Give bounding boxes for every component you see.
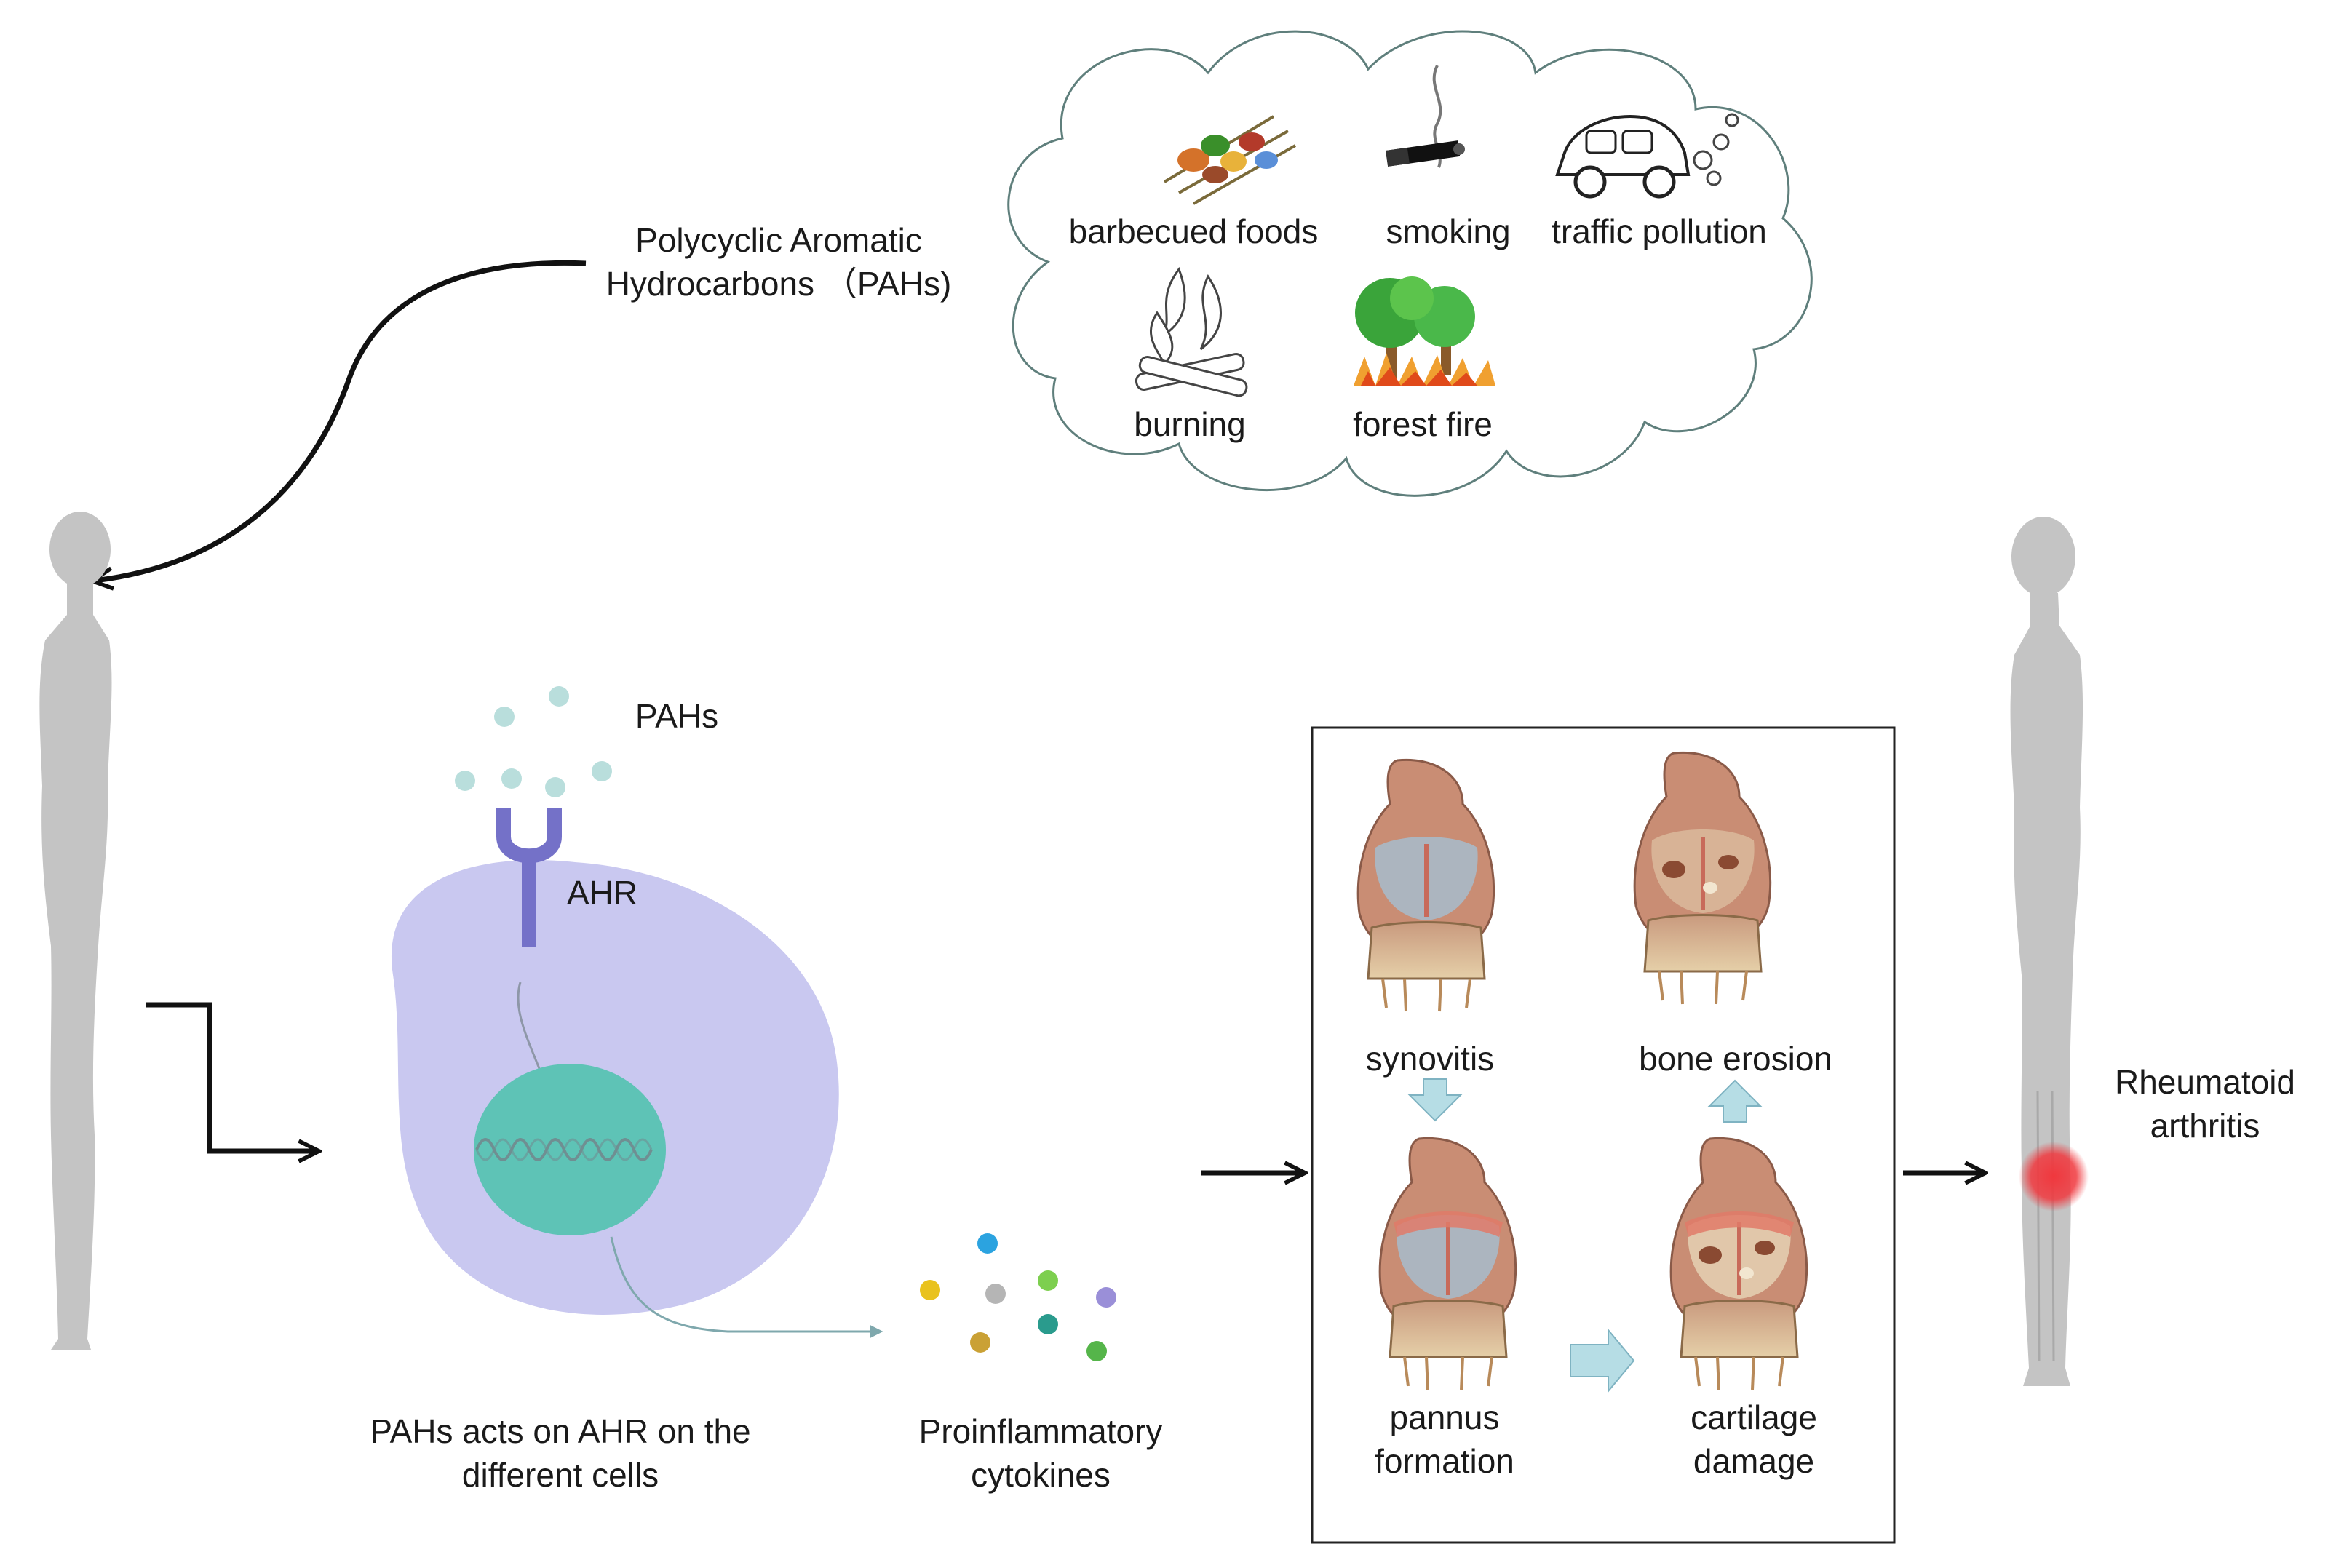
- knee-joint-pannus-image: [1378, 1137, 1517, 1390]
- knee-joint-synovitis-image: [1356, 758, 1495, 1012]
- secretion-arrow: [610, 1236, 883, 1338]
- barbecue-skewers-icon: [1163, 115, 1296, 205]
- outcome-label-line1: Rheumatoid: [2114, 1063, 2296, 1101]
- cell-caption: PAHs acts on AHR on the different cells: [320, 1409, 801, 1497]
- stage-label-pannus-line1: pannus: [1389, 1398, 1500, 1436]
- cytokine-dot: [1038, 1270, 1058, 1291]
- cytokine-dot: [970, 1332, 990, 1353]
- outcome-label-line2: arthritis: [2150, 1107, 2260, 1145]
- cytokines-label: Proinflammatory cytokines: [888, 1409, 1193, 1497]
- cell-caption-line1: PAHs acts on AHR on the: [370, 1412, 751, 1450]
- forest-fire-icon: [1354, 276, 1495, 386]
- cytokine-molecules: [920, 1233, 1116, 1361]
- cytokine-dot: [920, 1280, 940, 1300]
- stage-label-pannus-line2: formation: [1375, 1442, 1514, 1480]
- pahs-label: PAHs: [635, 697, 719, 735]
- cytokines-label-line2: cytokines: [971, 1456, 1111, 1494]
- cytokine-dot: [977, 1233, 998, 1254]
- stage-arrow-right: [1570, 1328, 1635, 1393]
- knee-inflammation-spot: [2019, 1142, 2089, 1211]
- pah-molecules: [455, 686, 612, 797]
- stage-label-cartilage-line2: damage: [1693, 1442, 1815, 1480]
- stage-label-bone-erosion: bone erosion: [1639, 1040, 1832, 1078]
- cytokine-dot: [1038, 1314, 1058, 1334]
- cytokine-dot: [1096, 1287, 1116, 1308]
- source-label-smoking: smoking: [1386, 212, 1511, 250]
- knee-joint-cartilage-damage-image: [1669, 1137, 1808, 1390]
- stage-arrow-up: [1707, 1079, 1763, 1123]
- ahr-label: AHR: [566, 874, 638, 912]
- source-label-barbecued-foods: barbecued foods: [1068, 212, 1319, 250]
- car-exhaust-icon: [1555, 113, 1739, 199]
- knee-joint-bone-erosion-image: [1633, 751, 1772, 1005]
- person-silhouette-right: [2010, 517, 2083, 1386]
- pahs-source-label-line2: Hydrocarbons （PAHs): [605, 265, 952, 303]
- person-silhouette-left: [39, 512, 112, 1350]
- source-label-traffic-pollution: traffic pollution: [1552, 212, 1767, 250]
- ahr-receptor: [496, 808, 562, 947]
- source-label-burning: burning: [1134, 405, 1246, 443]
- person-to-cell-arrow: [146, 1002, 317, 1151]
- pahs-source-label: Polycyclic Aromatic Hydrocarbons （PAHs): [568, 218, 990, 306]
- outcome-label: Rheumatoid arthritis: [2096, 1060, 2314, 1147]
- exposure-arrow: [95, 260, 587, 581]
- pahs-source-label-line1: Polycyclic Aromatic: [635, 221, 922, 259]
- campfire-icon: [1135, 266, 1248, 397]
- stage-label-cartilage-damage: cartilage damage: [1637, 1396, 1870, 1483]
- cytokines-label-line1: Proinflammatory: [918, 1412, 1163, 1450]
- source-label-forest-fire: forest fire: [1353, 405, 1493, 443]
- stage-arrow-down: [1407, 1078, 1463, 1122]
- cytokine-dot: [1086, 1341, 1107, 1361]
- cell-caption-line2: different cells: [461, 1456, 659, 1494]
- cytokine-dot: [985, 1284, 1006, 1304]
- cigarette-icon: [1386, 65, 1465, 168]
- stage-label-cartilage-line1: cartilage: [1691, 1398, 1817, 1436]
- stage-label-pannus-formation: pannus formation: [1335, 1396, 1554, 1483]
- nucleus: [474, 1064, 666, 1235]
- stage-label-synovitis: synovitis: [1365, 1040, 1495, 1078]
